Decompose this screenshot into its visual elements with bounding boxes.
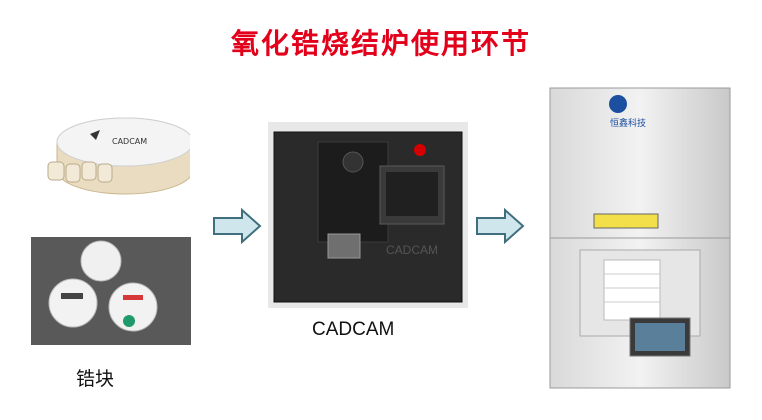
cadcam-machine-image: CADCAM bbox=[268, 122, 468, 308]
cadcam-machine-text: CADCAM bbox=[386, 243, 438, 257]
zirconia-blocks-image bbox=[31, 237, 191, 345]
sintering-furnace-image: 恒鑫科技 bbox=[549, 87, 731, 389]
zirconia-block-label: 锆块 bbox=[76, 368, 115, 390]
page-title: 氧化锆烧结炉使用环节 bbox=[230, 27, 531, 60]
arrow-right-icon bbox=[213, 208, 262, 244]
cadcam-label: CADCAM bbox=[312, 319, 395, 340]
zirconia-disc-image: CADCAM bbox=[30, 112, 190, 212]
arrow-right-icon bbox=[476, 208, 525, 244]
svg-text:CADCAM: CADCAM bbox=[112, 137, 147, 146]
furnace-logo-text: 恒鑫科技 bbox=[610, 117, 646, 129]
